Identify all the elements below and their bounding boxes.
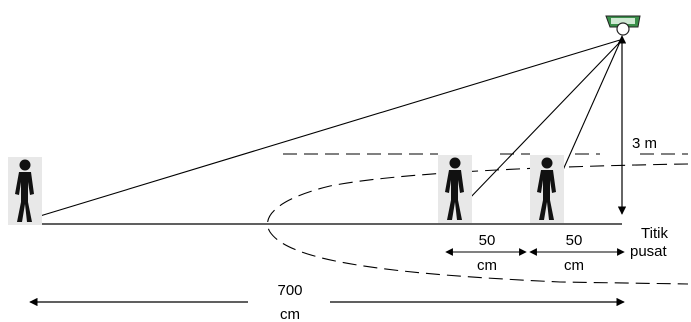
- detection-ray-far: [39, 39, 621, 217]
- person-middle-icon: [438, 155, 472, 223]
- total-unit-label: cm: [280, 306, 300, 322]
- detection-zone-arc: [267, 163, 689, 285]
- gap2-unit-label: cm: [564, 257, 584, 274]
- total-value-label: 700: [277, 282, 302, 299]
- gap2-value-label: 50: [566, 232, 583, 249]
- center-point-label: Titik: [641, 225, 668, 242]
- detection-ray-person-3: [562, 41, 621, 171]
- person-near-icon: [530, 155, 564, 223]
- center-point-label-line2: pusat: [630, 243, 668, 260]
- motion-sensor-icon: [605, 15, 641, 36]
- gap1-value-label: 50: [479, 232, 496, 249]
- height-label: 3 m: [632, 135, 657, 152]
- detection-ray-person-2: [467, 41, 621, 201]
- gap1-unit-label: cm: [477, 257, 497, 274]
- person-far-icon: [8, 157, 42, 225]
